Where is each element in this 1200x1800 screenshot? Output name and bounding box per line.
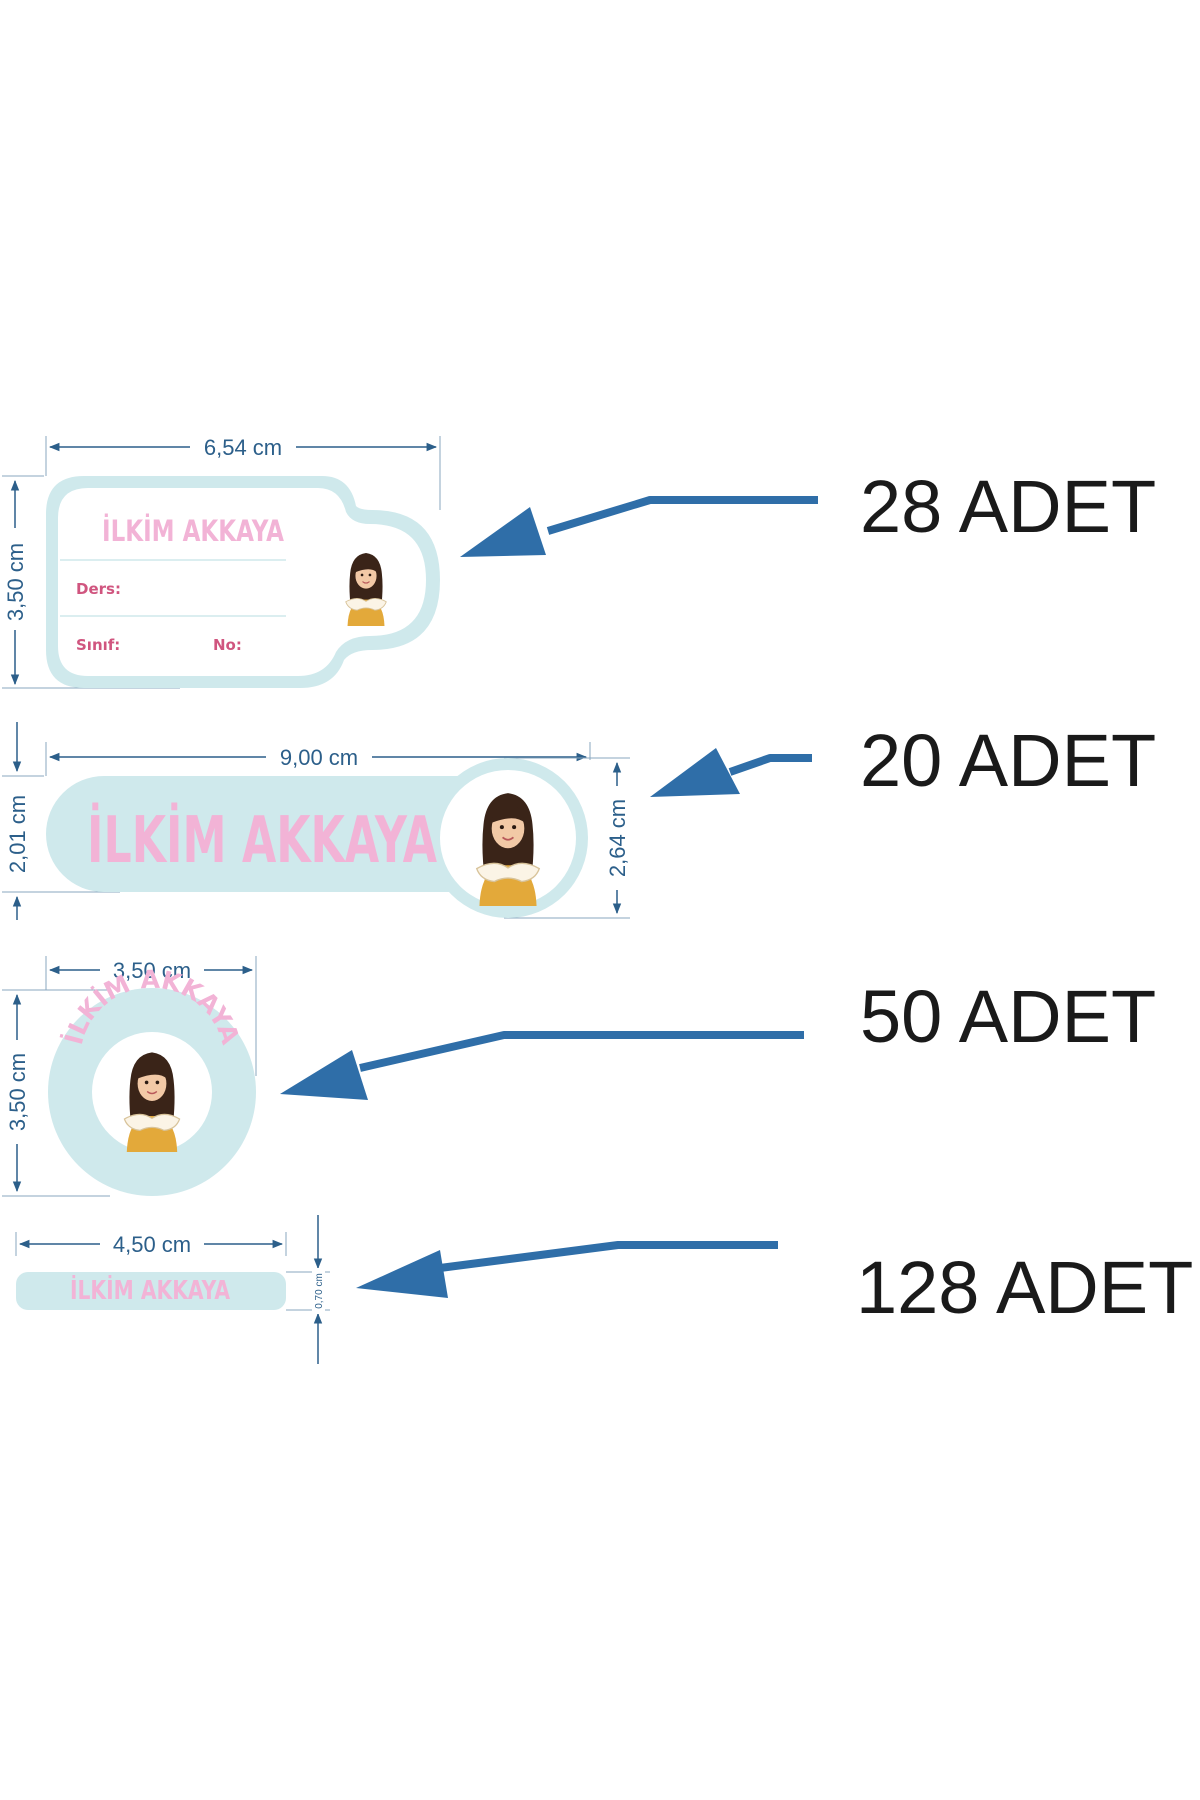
sticker-4-name: İLKİM AKKAYA	[70, 1274, 230, 1306]
child-photo-icon	[440, 770, 576, 906]
arrow-icon	[460, 496, 818, 557]
child-photo-icon	[92, 1032, 212, 1152]
sticker-3-count: 50 ADET	[860, 975, 1156, 1058]
sticker-4-frame	[16, 1272, 286, 1310]
sticker-2-name: İLKİM AKKAYA	[87, 802, 437, 878]
sticker-2-frame	[46, 776, 516, 892]
sticker-1-width-label: 6,54 cm	[204, 435, 282, 460]
sticker-1-group: 6,54 cm 3,50 cm İLKİM AKKAYA Ders: Sınıf…	[2, 435, 1156, 689]
arrow-icon	[650, 748, 812, 797]
sticker-2-height-label: 2,01 cm	[5, 795, 30, 873]
sticker-1-field-sinif: Sınıf:	[76, 636, 120, 654]
sticker-1-field-ders: Ders:	[76, 580, 121, 598]
child-photo-icon	[322, 538, 410, 626]
sticker-4-count: 128 ADET	[856, 1246, 1193, 1329]
arrow-icon	[356, 1241, 778, 1298]
sticker-4-width-label: 4,50 cm	[113, 1232, 191, 1257]
sticker-3-width-label: 3,50 cm	[113, 958, 191, 983]
sticker-1-name: İLKİM AKKAYA	[102, 514, 284, 548]
sticker-1-inner	[58, 488, 426, 676]
sticker-3-height-label: 3,50 cm	[5, 1053, 30, 1131]
sticker-2-photo-height-label: 2,64 cm	[605, 799, 630, 877]
sticker-4-group: 4,50 cm 0,70 cm İLKİM AKKAYA 128 ADET	[15, 1215, 1193, 1364]
sticker-1-field-no: No:	[213, 636, 242, 654]
sticker-2-group: 9,00 cm 2,01 cm 2,64 cm İLKİM AKKAYA 20 …	[2, 719, 1156, 920]
sticker-2-width-label: 9,00 cm	[280, 745, 358, 770]
sticker-4-height-label: 0,70 cm	[314, 1273, 325, 1309]
sticker-1-count: 28 ADET	[860, 465, 1156, 548]
sticker-2-count: 20 ADET	[860, 719, 1156, 802]
sticker-3-group: 3,50 cm 3,50 cm İLKİM AKKAYA 50 ADET	[2, 956, 1156, 1197]
arrow-icon	[280, 1031, 804, 1100]
sticker-1-height-label: 3,50 cm	[3, 543, 28, 621]
